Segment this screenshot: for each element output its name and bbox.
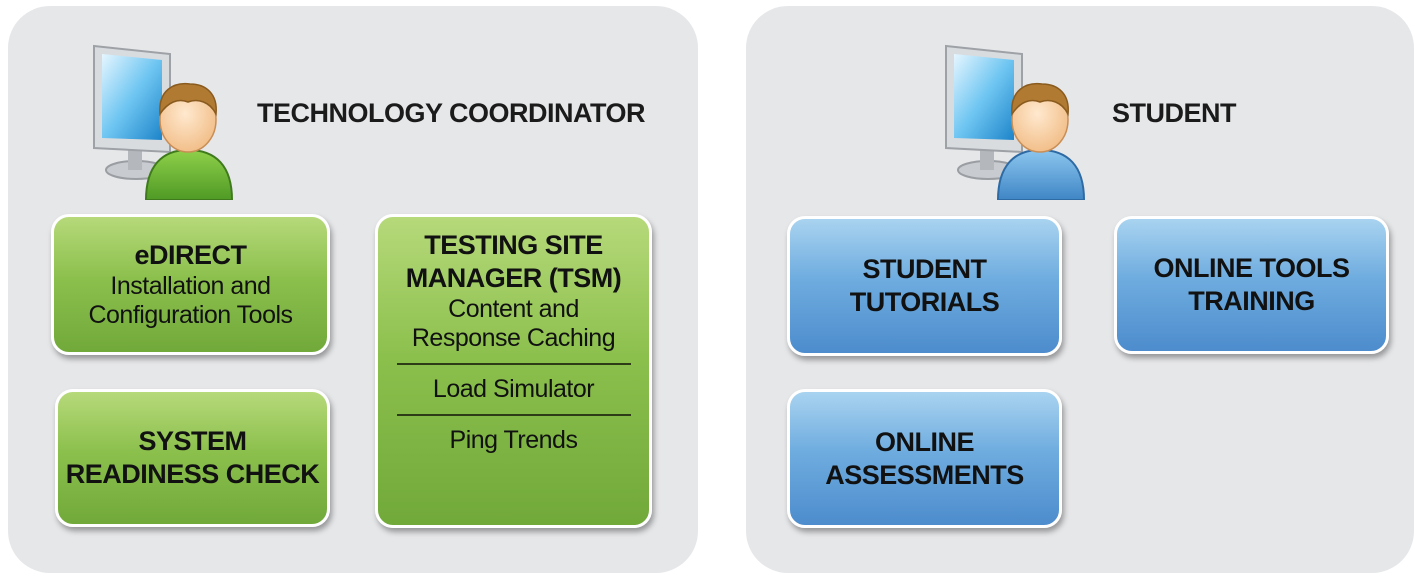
computer-user-blue-icon [945, 44, 1086, 200]
edirect-title: eDIRECT [134, 240, 247, 270]
edirect-subtitle: Installation and Configuration Tools [88, 272, 293, 329]
tsm-title: TESTING SITE MANAGER (TSM) [405, 230, 622, 293]
edirect-tile[interactable]: eDIRECT Installation and Configuration T… [51, 214, 330, 355]
testing-site-manager-tile[interactable]: TESTING SITE MANAGER (TSM) Content and R… [375, 214, 652, 528]
student-title: STUDENT [1112, 98, 1237, 128]
online-tools-training-label: ONLINE TOOLS TRAINING [1153, 253, 1350, 316]
computer-user-green-icon [93, 44, 234, 200]
tsm-item-caching: Content and Response Caching [411, 295, 616, 352]
online-assessments-tile[interactable]: ONLINE ASSESSMENTS [787, 389, 1062, 528]
online-tools-training-tile[interactable]: ONLINE TOOLS TRAINING [1114, 216, 1389, 354]
online-assessments-label: ONLINE ASSESSMENTS [825, 426, 1024, 490]
system-readiness-check-label: SYSTEM READINESS CHECK [65, 426, 320, 489]
student-tutorials-tile[interactable]: STUDENT TUTORIALS [787, 216, 1062, 356]
tsm-item-ping-trends: Ping Trends [449, 426, 578, 454]
tsm-item-load-simulator: Load Simulator [432, 375, 595, 403]
system-readiness-check-tile[interactable]: SYSTEM READINESS CHECK [55, 389, 330, 527]
technology-coordinator-title: TECHNOLOGY COORDINATOR [257, 98, 646, 128]
student-tutorials-label: STUDENT TUTORIALS [849, 254, 1000, 317]
tsm-divider [396, 363, 631, 365]
tsm-divider [396, 414, 631, 416]
